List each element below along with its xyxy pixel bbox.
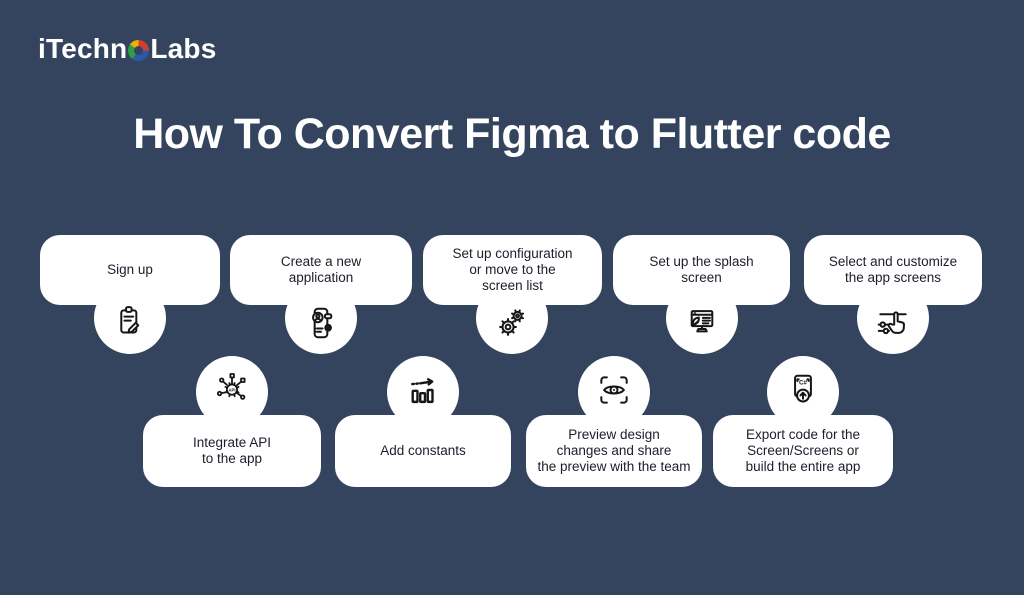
step-label: Export code for the Screen/Screens or bu…: [745, 427, 861, 474]
step-card-export-code: Export code for the Screen/Screens or bu…: [713, 415, 893, 487]
gears-icon: [493, 304, 531, 342]
logo-ring-icon: [128, 39, 150, 61]
eye-preview-icon: [595, 371, 633, 409]
step-label: Set up the splash screen: [649, 254, 754, 285]
logo-text-suffix: Labs: [150, 33, 217, 64]
step-card-preview-design: Preview design changes and share the pre…: [526, 415, 702, 487]
step-card-splash-screen: Set up the splash screen: [613, 235, 790, 305]
step-card-create-application: Create a new application: [230, 235, 412, 305]
logo-text-prefix: iTechn: [38, 33, 128, 64]
step-label: Set up configuration or move to the scre…: [452, 246, 573, 293]
code-export-icon: C#: [784, 371, 822, 409]
logo: iTechn Labs: [38, 33, 217, 65]
page-title: How To Convert Figma to Flutter code: [133, 110, 891, 158]
step-card-customize-screens: Select and customize the app screens: [804, 235, 982, 305]
hand-select-icon: [874, 304, 912, 342]
step-label: Integrate API to the app: [192, 435, 272, 466]
api-network-icon: API: [213, 371, 251, 409]
step-label: Select and customize the app screens: [828, 254, 958, 285]
step-label: Create a new application: [280, 254, 362, 285]
splash-screen-monitor-icon: [683, 304, 721, 342]
step-label: Preview design changes and share the pre…: [537, 427, 691, 474]
svg-text:C#: C#: [799, 379, 808, 386]
mobile-app-user-icon: [302, 304, 340, 342]
step-card-sign-up: Sign up: [40, 235, 220, 305]
step-label: Sign up: [107, 262, 153, 277]
clipboard-edit-icon: [111, 304, 149, 342]
bar-chart-arrow-icon: [404, 371, 442, 409]
step-card-add-constants: Add constants: [335, 415, 511, 487]
svg-text:API: API: [228, 387, 235, 392]
step-label: Add constants: [380, 443, 466, 458]
step-card-integrate-api: Integrate API to the app: [143, 415, 321, 487]
step-card-setup-configuration: Set up configuration or move to the scre…: [423, 235, 602, 305]
